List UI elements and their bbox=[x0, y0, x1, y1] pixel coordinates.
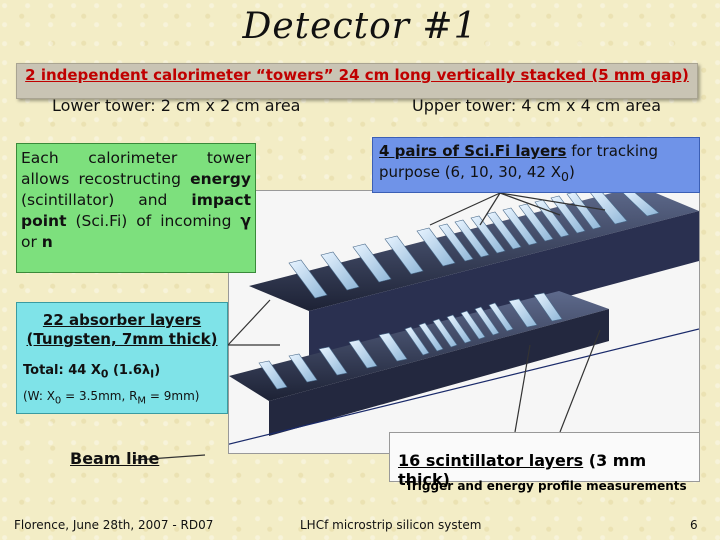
lower-tower-label: Lower tower: 2 cm x 2 cm area bbox=[52, 96, 301, 115]
subtitle-banner: 2 independent calorimeter “towers” 24 cm… bbox=[16, 63, 698, 99]
or-text: or bbox=[21, 233, 42, 251]
scifi-layers-box: 4 pairs of Sci.Fi layers for tracking pu… bbox=[372, 137, 700, 193]
w-sub: 0 bbox=[54, 394, 62, 406]
detector-illustration bbox=[208, 186, 700, 454]
scintillator-tail: (3 mm thick) bbox=[398, 451, 647, 489]
scintillator-heading: 16 scintillator layers bbox=[398, 451, 584, 470]
detector-drawing bbox=[208, 186, 700, 450]
w-sub2: M bbox=[137, 394, 147, 406]
trigger-note: Trigger and energy profile measurements bbox=[405, 479, 687, 493]
scifi-layers-heading: 4 pairs of Sci.Fi layers bbox=[379, 142, 567, 160]
lower-layer-plates bbox=[258, 292, 563, 390]
w-note: (W: X bbox=[23, 388, 55, 403]
footer-left: Florence, June 28th, 2007 - RD07 bbox=[14, 518, 214, 532]
absorber-layers-box: 22 absorber layers (Tungsten, 7mm thick)… bbox=[16, 302, 228, 414]
neutron-symbol: n bbox=[41, 233, 53, 251]
total-tail: (1.6λ bbox=[108, 363, 151, 378]
total-label: Total: 44 X bbox=[23, 363, 101, 378]
lower-tower-side bbox=[269, 309, 609, 436]
footer-center: LHCf microstrip silicon system bbox=[300, 518, 482, 532]
tower-text-line1: Each calorimeter tower allows recostruct… bbox=[21, 149, 251, 188]
scifi-sub: 0 bbox=[561, 169, 569, 184]
beam-line-label: Beam line bbox=[70, 449, 160, 468]
total-close: ) bbox=[154, 363, 161, 378]
gamma-symbol: γ bbox=[240, 212, 251, 230]
scifi-layers-text: for tracking purpose (6, 10, 30, 42 X bbox=[379, 142, 659, 181]
tower-description-box: Each calorimeter tower allows recostruct… bbox=[16, 143, 256, 273]
page-number: 6 bbox=[690, 518, 698, 532]
absorber-heading: 22 absorber layers (Tungsten, 7mm thick) bbox=[26, 311, 218, 348]
impact-point-label: impact point bbox=[21, 191, 251, 230]
upper-layer-plates bbox=[288, 190, 660, 299]
upper-tower-side bbox=[309, 211, 699, 366]
energy-tail: (scintillator) and bbox=[21, 191, 168, 209]
w-close: = 9mm) bbox=[146, 388, 200, 403]
slide-title: Detector #1 bbox=[242, 6, 478, 47]
total-sub2: I bbox=[150, 367, 155, 381]
upper-tower-label: Upper tower: 4 cm x 4 cm area bbox=[412, 96, 661, 115]
scifi-close: ) bbox=[568, 163, 575, 181]
total-sub: 0 bbox=[100, 367, 109, 381]
energy-label: energy bbox=[190, 170, 251, 188]
beam-line-arrow bbox=[208, 328, 700, 450]
impact-tail: (Sci.Fi) of incoming bbox=[66, 212, 232, 230]
w-tail: = 3.5mm, R bbox=[61, 388, 138, 403]
subtitle-text: 2 independent calorimeter “towers” 24 cm… bbox=[25, 66, 689, 84]
scintillator-layers-box: 16 scintillator layers (3 mm thick) bbox=[389, 432, 700, 489]
